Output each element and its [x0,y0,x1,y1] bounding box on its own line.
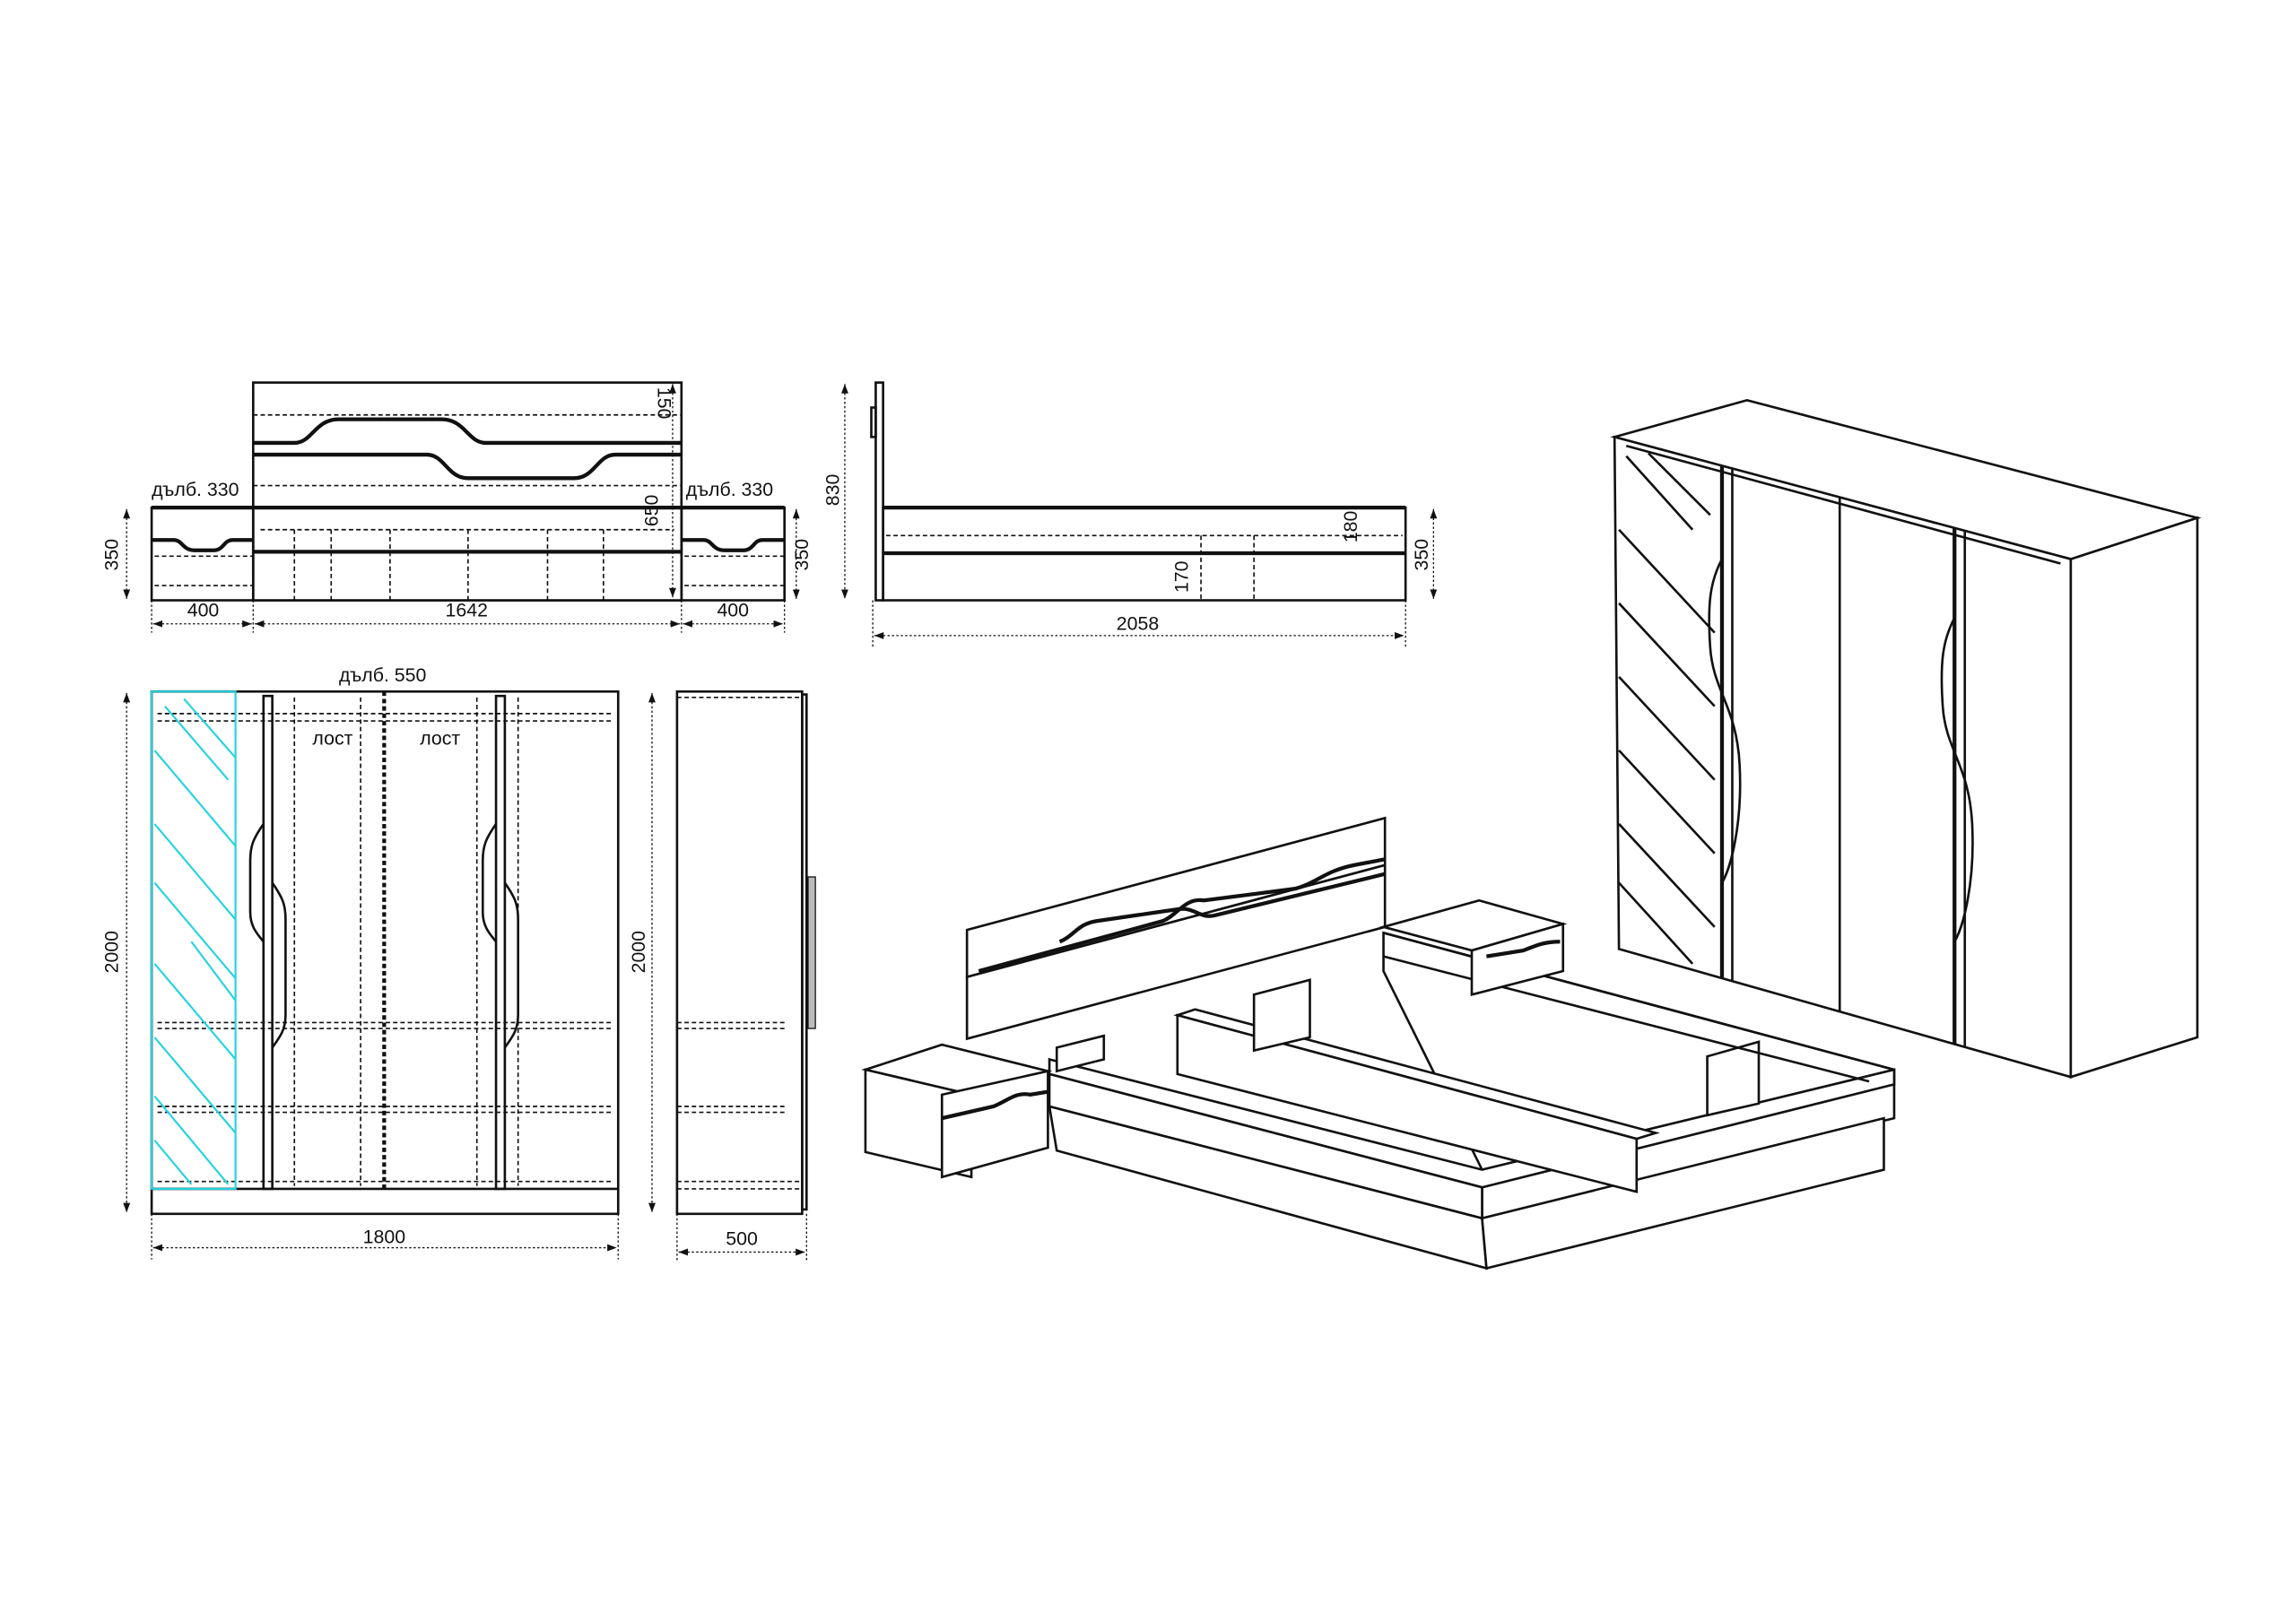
headboard-wave-lower [253,452,682,481]
dim-wardrobe-depth: 500 [726,1227,758,1249]
rod-label-right: лост [420,727,460,749]
rod-label-left: лост [312,727,352,749]
headboard-side [874,381,884,602]
dim-wardrobe-width: 1800 [363,1227,406,1248]
dim-wardrobe-side-height: 2000 [628,931,649,974]
dim-nightstand-right-height: 350 [791,539,813,571]
door-handle-left [248,823,287,1049]
dim-nightstand-left-height: 350 [100,539,122,571]
bed-isometric [861,816,1896,1271]
dim-bed-width: 1642 [446,600,488,621]
dim-nightstand-left-width: 400 [187,600,220,621]
wardrobe-isometric [1610,398,2202,1079]
headboard-wave-upper [253,417,682,446]
dim-bed-side-height: 350 [1411,539,1432,571]
wardrobe-right-side [2069,516,2199,1079]
nightstand-right [680,505,786,602]
dim-nightstand-right-width: 400 [717,600,749,621]
dim-wardrobe-height: 2000 [100,931,122,974]
dim-nightstand-left-depth: дълб. 330 [152,479,239,500]
door-handle-iso-right [1940,617,1974,942]
wardrobe-front-view: дълб. 550 лост лост 2000 1800 [100,664,620,1260]
nightstand-iso-right [1378,898,1568,996]
dim-bed-length: 2058 [1117,612,1159,634]
wardrobe-depth-label: дълб. 550 [339,664,427,686]
bed-base-side [1481,1116,1885,1271]
door-handle-right [481,823,519,1049]
dim-nightstand-right-depth: дълб. 330 [686,479,774,500]
mirror-door [150,690,237,1190]
bed-front-view: дълб. 330 дълб. 330 350 350 400 1642 400… [100,381,813,633]
dim-headboard-height: 650 [641,494,663,526]
dim-bed-base-height: 170 [1170,560,1192,593]
door-handle-iso-left [1708,558,1742,884]
dim-headboard-panel-height: 150 [654,387,675,420]
dim-bed-frame-height: 180 [1340,511,1361,543]
mirror-iso [1618,452,1716,965]
wardrobe-side-view: 2000 500 [628,690,816,1262]
nightstand-left [150,505,255,602]
bed-side-view: 830 180 170 350 2058 [822,381,1438,648]
bed-base [251,506,683,602]
nightstand-iso-left [861,1043,1053,1179]
dim-bed-total-height: 830 [822,474,843,507]
